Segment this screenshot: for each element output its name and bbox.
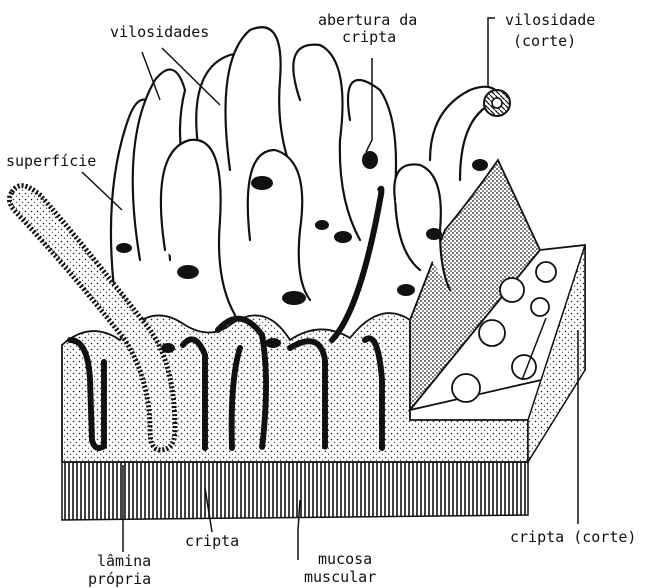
label-abertura-line1: abertura da xyxy=(318,11,417,29)
label-cripta: cripta xyxy=(185,532,239,550)
villus-cross-section xyxy=(484,90,510,116)
label-lamina-line2: própria xyxy=(88,570,151,588)
label-mucosa-line2: muscular xyxy=(304,568,376,586)
label-vilosidade-corte-line1: vilosidade xyxy=(505,11,595,29)
label-abertura-line2: cripta xyxy=(342,28,396,46)
label-lamina-line1: lâmina xyxy=(97,552,151,570)
villi xyxy=(111,27,502,320)
label-mucosa-line1: mucosa xyxy=(318,550,372,568)
label-superficie: superfície xyxy=(6,152,96,170)
muscularis-layer xyxy=(62,462,528,520)
label-cripta-corte: cripta (corte) xyxy=(510,528,636,546)
label-vilosidade-corte-line2: (corte) xyxy=(513,32,576,50)
label-vilosidades: vilosidades xyxy=(110,23,209,41)
